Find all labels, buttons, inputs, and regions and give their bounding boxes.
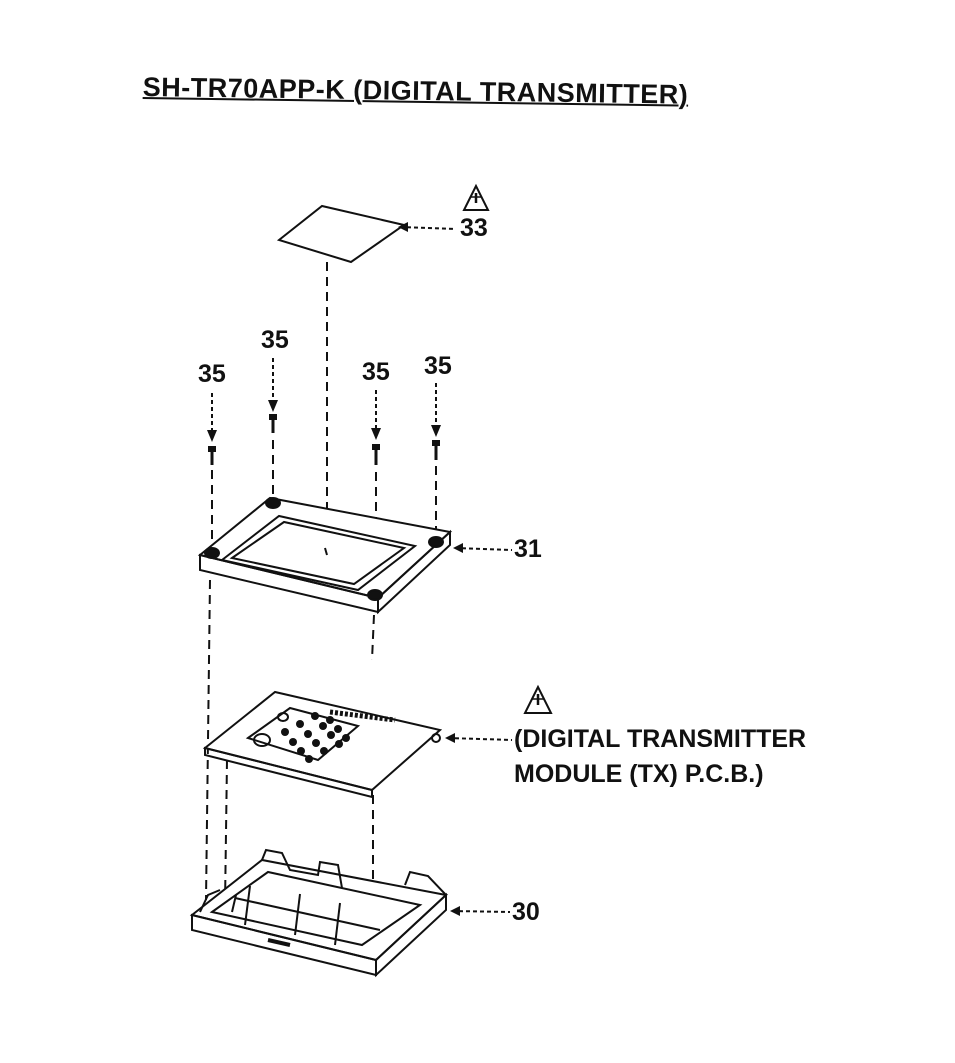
- warning-triangle-icon: [462, 183, 490, 211]
- screw-35-b: [268, 358, 278, 500]
- callout-31: 31: [514, 535, 542, 563]
- pcb-chip-grid: [281, 712, 350, 763]
- callout-33: 33: [460, 214, 488, 242]
- base-case-30: [189, 848, 449, 978]
- pcb-module: [202, 690, 443, 799]
- guide-left-2: [224, 759, 228, 906]
- top-cover-31: [197, 496, 453, 615]
- callout-35-b: 35: [261, 326, 289, 354]
- callout-35-c: 35: [362, 358, 390, 386]
- guide-mid-upper: [371, 614, 375, 661]
- leader-33: [399, 226, 456, 230]
- callout-35-a: 35: [198, 360, 226, 388]
- screw-35-a: [207, 393, 217, 545]
- guide-left: [205, 579, 211, 901]
- callout-module-line2: MODULE (TX) P.C.B.): [514, 760, 764, 788]
- screw-35-d: [431, 383, 441, 540]
- callout-35-d: 35: [424, 352, 452, 380]
- callout-module-line1: (DIGITAL TRANSMITTER: [514, 725, 807, 753]
- label-sheet-33: [276, 204, 407, 264]
- warning-triangle-icon: [523, 684, 553, 714]
- callout-30: 30: [512, 898, 540, 926]
